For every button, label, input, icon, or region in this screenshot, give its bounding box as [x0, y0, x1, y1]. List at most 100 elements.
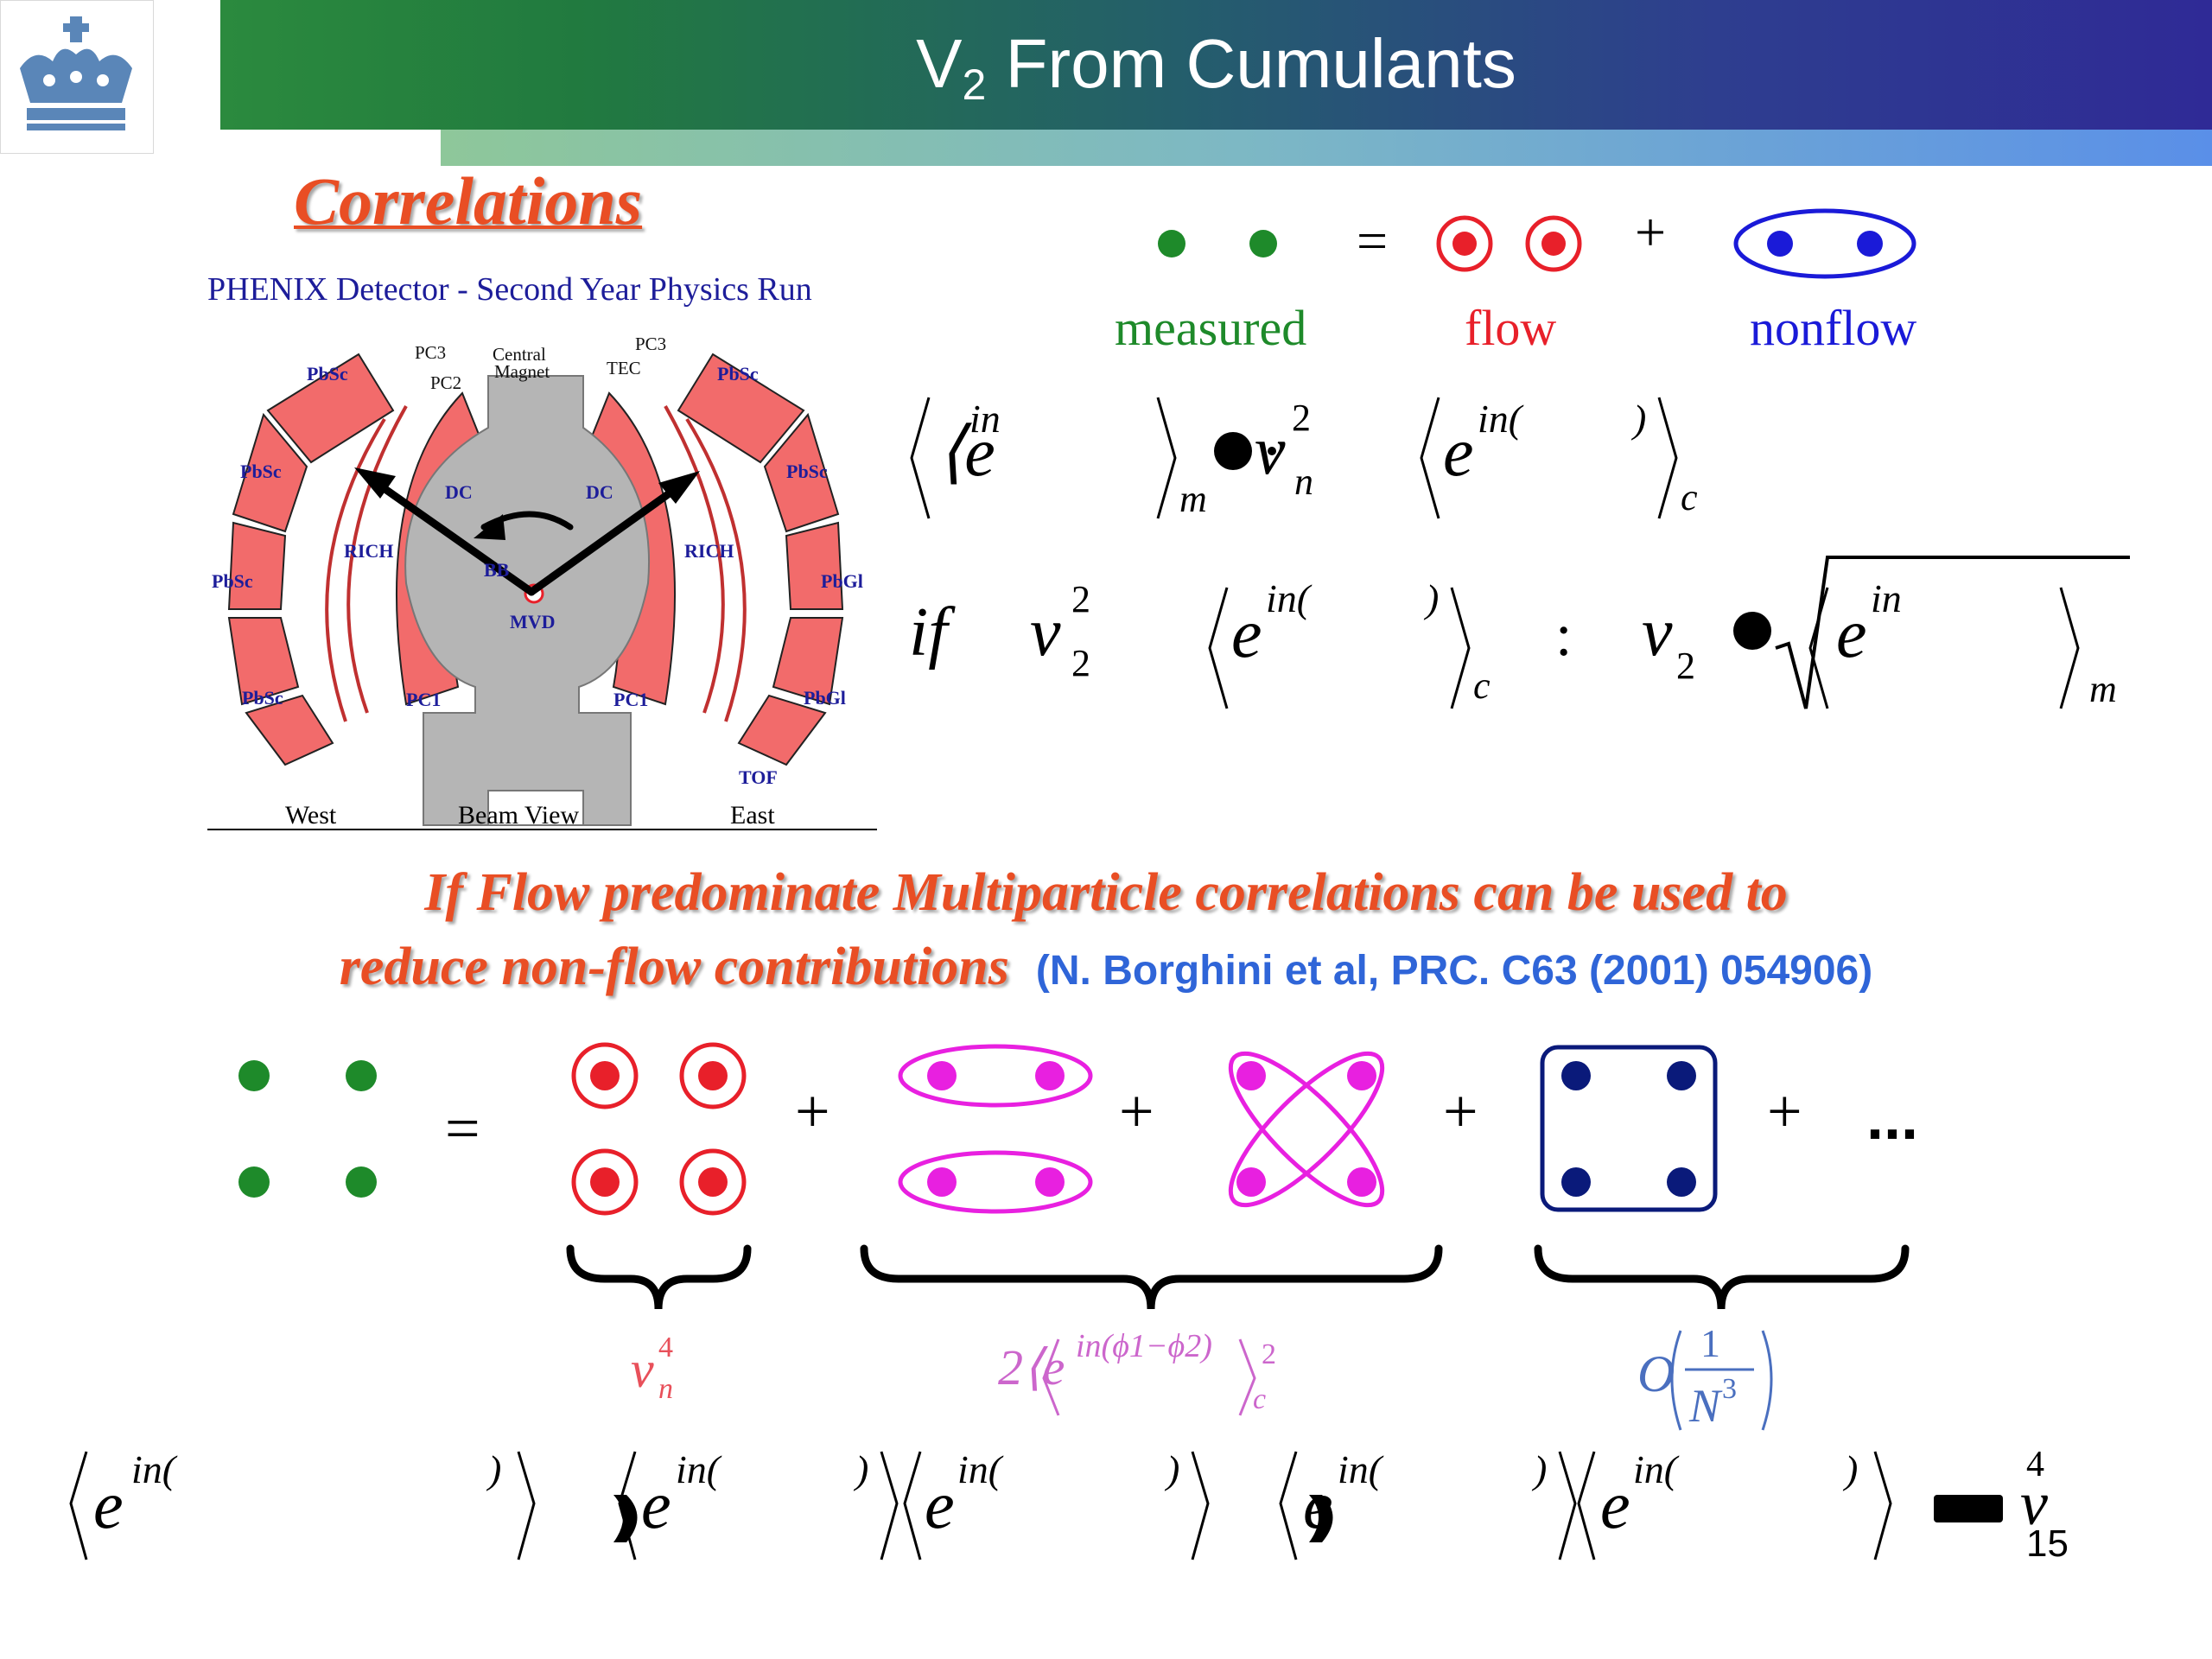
label-pbsc-w1: PbSc: [307, 363, 348, 385]
label-v4-sub: n: [658, 1373, 673, 1405]
f2-rhs-exp: in: [1871, 576, 1902, 620]
label-dc-e: DC: [586, 481, 613, 503]
label-east: East: [730, 801, 775, 830]
f1-sub-c: c: [1681, 476, 1698, 518]
f3-exp3: in(: [957, 1447, 1004, 1491]
label-mid-sup: 2: [1262, 1338, 1276, 1370]
f2-exp: in(: [1266, 576, 1313, 620]
f2-colon: :: [1555, 602, 1572, 669]
label-bb: BB: [484, 559, 510, 581]
east-sector-3: [785, 521, 844, 610]
f1-rhs-exp: in(: [1478, 397, 1524, 441]
title-underbar: [441, 130, 2212, 166]
east-sector-1: [677, 353, 805, 464]
f3-v: v: [2020, 1469, 2048, 1538]
f2-rhs-e: e: [1836, 596, 1867, 672]
statement-line-2: reduce non-flow contributions: [339, 938, 1009, 996]
multiparticle-statement: If Flow predominate Multiparticle correl…: [190, 855, 2022, 1008]
f3-close2: ): [853, 1447, 868, 1491]
label-nonflow: nonflow: [1750, 300, 1917, 356]
f1-exp: in: [969, 397, 1001, 441]
page-number: 15: [2026, 1522, 2069, 1565]
east-sector-4: [772, 617, 844, 706]
west-sector-5: [245, 694, 334, 766]
label-mid-sub: c: [1253, 1383, 1266, 1415]
label-mid-exp: in(ϕ1−ϕ2): [1076, 1328, 1212, 1364]
label-measured: measured: [1115, 300, 1307, 356]
slide-title: V2 From Cumulants: [916, 25, 1516, 109]
f3-exp4: in(: [1338, 1447, 1384, 1491]
four-plus-1: +: [795, 1077, 830, 1146]
label-tec: TEC: [607, 358, 641, 378]
label-pc1-w: PC1: [406, 689, 441, 710]
four-plus-3: +: [1443, 1077, 1478, 1146]
crown-icon: [20, 16, 132, 130]
f3-e1: e: [93, 1467, 124, 1542]
f3-exp5: in(: [1633, 1447, 1680, 1491]
f2-e: e: [1231, 596, 1262, 672]
label-order: O: [1637, 1345, 1675, 1402]
east-sector-5: [737, 694, 827, 766]
f3-close4: ): [1531, 1447, 1547, 1491]
label-order-den-sup: 3: [1722, 1373, 1737, 1405]
f1-rhs-e: e: [1443, 415, 1474, 491]
label-rich-w: RICH: [344, 540, 393, 562]
west-sector-1: [266, 353, 395, 464]
f3-v-sup: 4: [2026, 1445, 2044, 1484]
label-flow: flow: [1465, 300, 1557, 356]
label-pc3-w: PC3: [415, 342, 446, 363]
f2-sub-m: m: [2089, 668, 2117, 710]
two-particle-diagram: = +: [1158, 201, 1916, 279]
four-equals: =: [445, 1094, 480, 1163]
brace-labels: v 4 n 2⟨e in(ϕ1−ϕ2) 2 c O 1 N 3: [631, 1322, 1773, 1432]
label-dc-w: DC: [445, 481, 473, 503]
statement-line-1: If Flow predominate Multiparticle correl…: [424, 863, 1788, 922]
label-order-num: 1: [1700, 1322, 1720, 1365]
detector-caption: PHENIX Detector - Second Year Physics Ru…: [207, 271, 812, 308]
two-equals: =: [1357, 210, 1388, 271]
formula-v2-condition: if v 2 2 e in( ) c : v 2 e in m: [909, 556, 2130, 710]
f3-close3: ): [1164, 1447, 1179, 1491]
citation: (N. Borghini et al, PRC. C63 (2001) 0549…: [1035, 948, 1873, 994]
f1-rhs-close: ): [1630, 397, 1646, 441]
label-pbsc-e2: PbSc: [786, 461, 828, 482]
f1-v-sub: n: [1294, 461, 1313, 503]
label-order-den: N: [1688, 1380, 1723, 1432]
label-pbsc-w2: PbSc: [240, 461, 282, 482]
label-pc3-e: PC3: [635, 334, 666, 354]
f2-v-sub: 2: [1071, 642, 1090, 684]
f2-close: ): [1423, 576, 1439, 620]
label-pbgl-e3: PbGl: [821, 570, 863, 592]
label-v4: v: [631, 1341, 654, 1398]
east-sector-2: [763, 412, 840, 533]
label-central: Central: [493, 344, 546, 365]
university-logo: [0, 0, 154, 154]
label-tof: TOF: [739, 766, 778, 788]
formula-four-particle-cumulant: e in( ) e in( ) e in( ) e in( ) e in( ) …: [69, 1445, 2048, 1560]
f1-sub-m: m: [1179, 478, 1207, 520]
label-beam-view: Beam View: [458, 801, 579, 830]
f3-e3: e: [925, 1467, 955, 1542]
label-v4-sup: 4: [658, 1332, 673, 1363]
f3-exp1: in(: [131, 1447, 178, 1491]
label-pbsc-w3: PbSc: [212, 570, 253, 592]
f3-e2: e: [641, 1467, 671, 1542]
f2-v2-sub: 2: [1676, 645, 1695, 687]
four-plus-2: +: [1119, 1077, 1154, 1146]
f1-v-sup: 2: [1292, 397, 1311, 439]
section-heading: Correlations: [294, 163, 643, 238]
f3-close5: ): [1842, 1447, 1858, 1491]
formula-two-particle-flow: ⟨e in m v 2 n e in( ) c: [910, 397, 1698, 520]
four-plus-4: +: [1767, 1077, 1802, 1146]
f2-sub-c: c: [1473, 664, 1491, 707]
phenix-detector-diagram: PbSc PbSc PbSc PbSc PbSc PbSc PbGl PbGl …: [207, 334, 877, 830]
four-particle-diagram: = + + + + ...: [238, 1042, 1918, 1310]
f3-e5: e: [1600, 1467, 1630, 1542]
label-pbgl-e4: PbGl: [804, 687, 846, 709]
f2-v-sup: 2: [1071, 578, 1090, 620]
label-rich-e: RICH: [684, 540, 734, 562]
west-sector-3: [227, 521, 287, 610]
f2-v2: v: [1642, 594, 1673, 671]
label-pbsc-w4: PbSc: [242, 687, 283, 709]
title-bar: [220, 0, 2212, 130]
